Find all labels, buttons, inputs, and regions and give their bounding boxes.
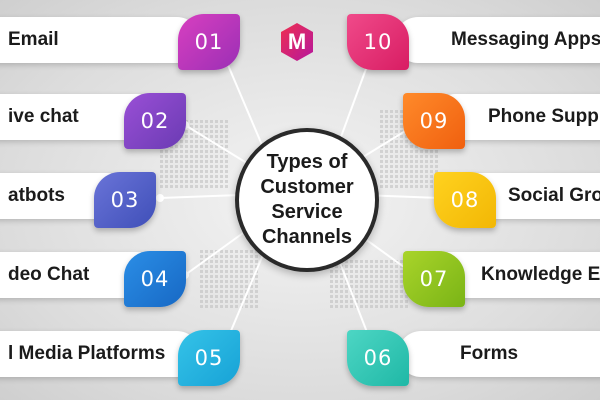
number-badge-07: 07	[403, 251, 465, 307]
logo-letter: M	[287, 29, 307, 54]
channel-label-messaging-apps: Messaging Apps	[451, 29, 600, 50]
channel-label-phone-support: Phone Supp	[488, 106, 599, 127]
channel-label-video-chat: deo Chat	[8, 264, 90, 285]
channel-pill-06: Forms	[398, 331, 600, 377]
center-title-line-2: Customer	[260, 176, 354, 198]
channel-label-live-chat: ive chat	[8, 106, 79, 127]
number-badge-03: 03	[94, 172, 156, 228]
number-badge-02: 02	[124, 93, 186, 149]
channel-pill-05: l Media Platforms	[0, 331, 200, 377]
number-badge-08: 08	[434, 172, 496, 228]
number-badge-01: 01	[178, 14, 240, 70]
badge-number: 07	[419, 267, 449, 291]
channel-label-social-media: l Media Platforms	[8, 343, 166, 364]
brand-logo: M	[279, 22, 315, 62]
badge-number: 06	[363, 346, 393, 370]
channel-label-knowledge-base: Knowledge E	[481, 264, 600, 285]
badge-number: 05	[194, 346, 224, 370]
channel-label-email: Email	[8, 29, 59, 50]
badge-number: 10	[363, 30, 393, 54]
badge-number: 09	[419, 109, 449, 133]
channel-pill-01: Email	[0, 17, 200, 63]
channel-label-chatbots: atbots	[8, 185, 65, 206]
badge-number: 02	[140, 109, 170, 133]
channel-label-social-groups: Social Gro	[508, 185, 600, 206]
number-badge-05: 05	[178, 330, 240, 386]
badge-number: 03	[110, 188, 140, 212]
number-badge-04: 04	[124, 251, 186, 307]
hexagon-logo-icon	[281, 23, 313, 61]
badge-number: 04	[140, 267, 170, 291]
number-badge-09: 09	[403, 93, 465, 149]
badge-number: 08	[450, 188, 480, 212]
badge-number: 01	[194, 30, 224, 54]
center-title-line-1: Types of	[266, 151, 348, 173]
channel-pill-10: Messaging Apps	[395, 17, 600, 63]
number-badge-10: 10	[347, 14, 409, 70]
center-title-circle: Types of Customer Service Channels	[235, 128, 379, 272]
center-title-line-3: Service	[271, 201, 343, 223]
number-badge-06: 06	[347, 330, 409, 386]
channel-label-forms: Forms	[460, 343, 519, 364]
center-title-line-4: Channels	[261, 226, 353, 248]
